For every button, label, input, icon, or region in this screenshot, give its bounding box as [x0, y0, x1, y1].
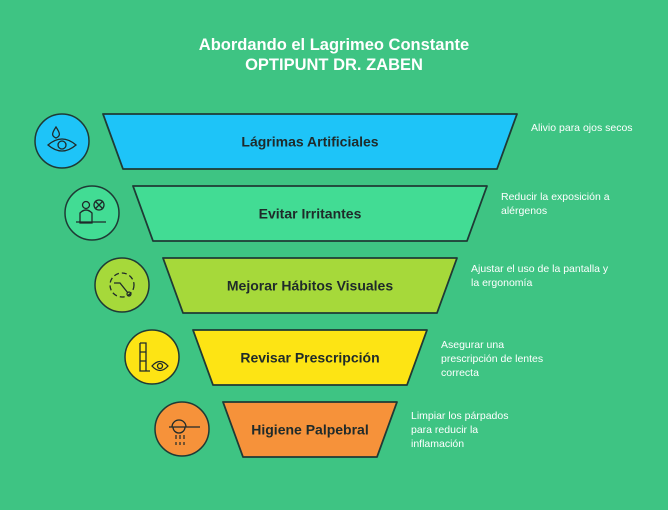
- timer-icon: [94, 257, 150, 313]
- description-3: Ajustar el uso de la pantalla y la ergon…: [471, 263, 609, 289]
- title-line-2: OPTIPUNT DR. ZABEN: [245, 56, 423, 74]
- funnel-level-3: [162, 257, 458, 314]
- eyelid-wash-icon: [154, 401, 210, 457]
- eye-chart-icon: [124, 329, 180, 385]
- funnel-level-2: [132, 185, 488, 242]
- funnel-level-4: [192, 329, 428, 386]
- level-label-1: Lágrimas Artificiales: [241, 134, 378, 150]
- eye-tear-icon: [34, 113, 90, 169]
- description-4: Asegurar una prescripción de lentes corr…: [441, 339, 544, 379]
- description-1: Alivio para ojos secos: [531, 122, 633, 134]
- funnel-level-5: [222, 401, 398, 458]
- description-2: Reducir la exposición a alérgenos: [501, 191, 610, 217]
- person-allergen-icon: [64, 185, 120, 241]
- title-line-1: Abordando el Lagrimeo Constante: [198, 36, 470, 54]
- level-label-3: Mejorar Hábitos Visuales: [227, 278, 393, 294]
- level-label-2: Evitar Irritantes: [259, 206, 362, 222]
- level-label-4: Revisar Prescripción: [240, 350, 379, 366]
- funnel-level-1: [102, 113, 518, 170]
- description-5: Limpiar los párpados para reducir la inf…: [411, 410, 509, 450]
- level-label-5: Higiene Palpebral: [251, 422, 368, 438]
